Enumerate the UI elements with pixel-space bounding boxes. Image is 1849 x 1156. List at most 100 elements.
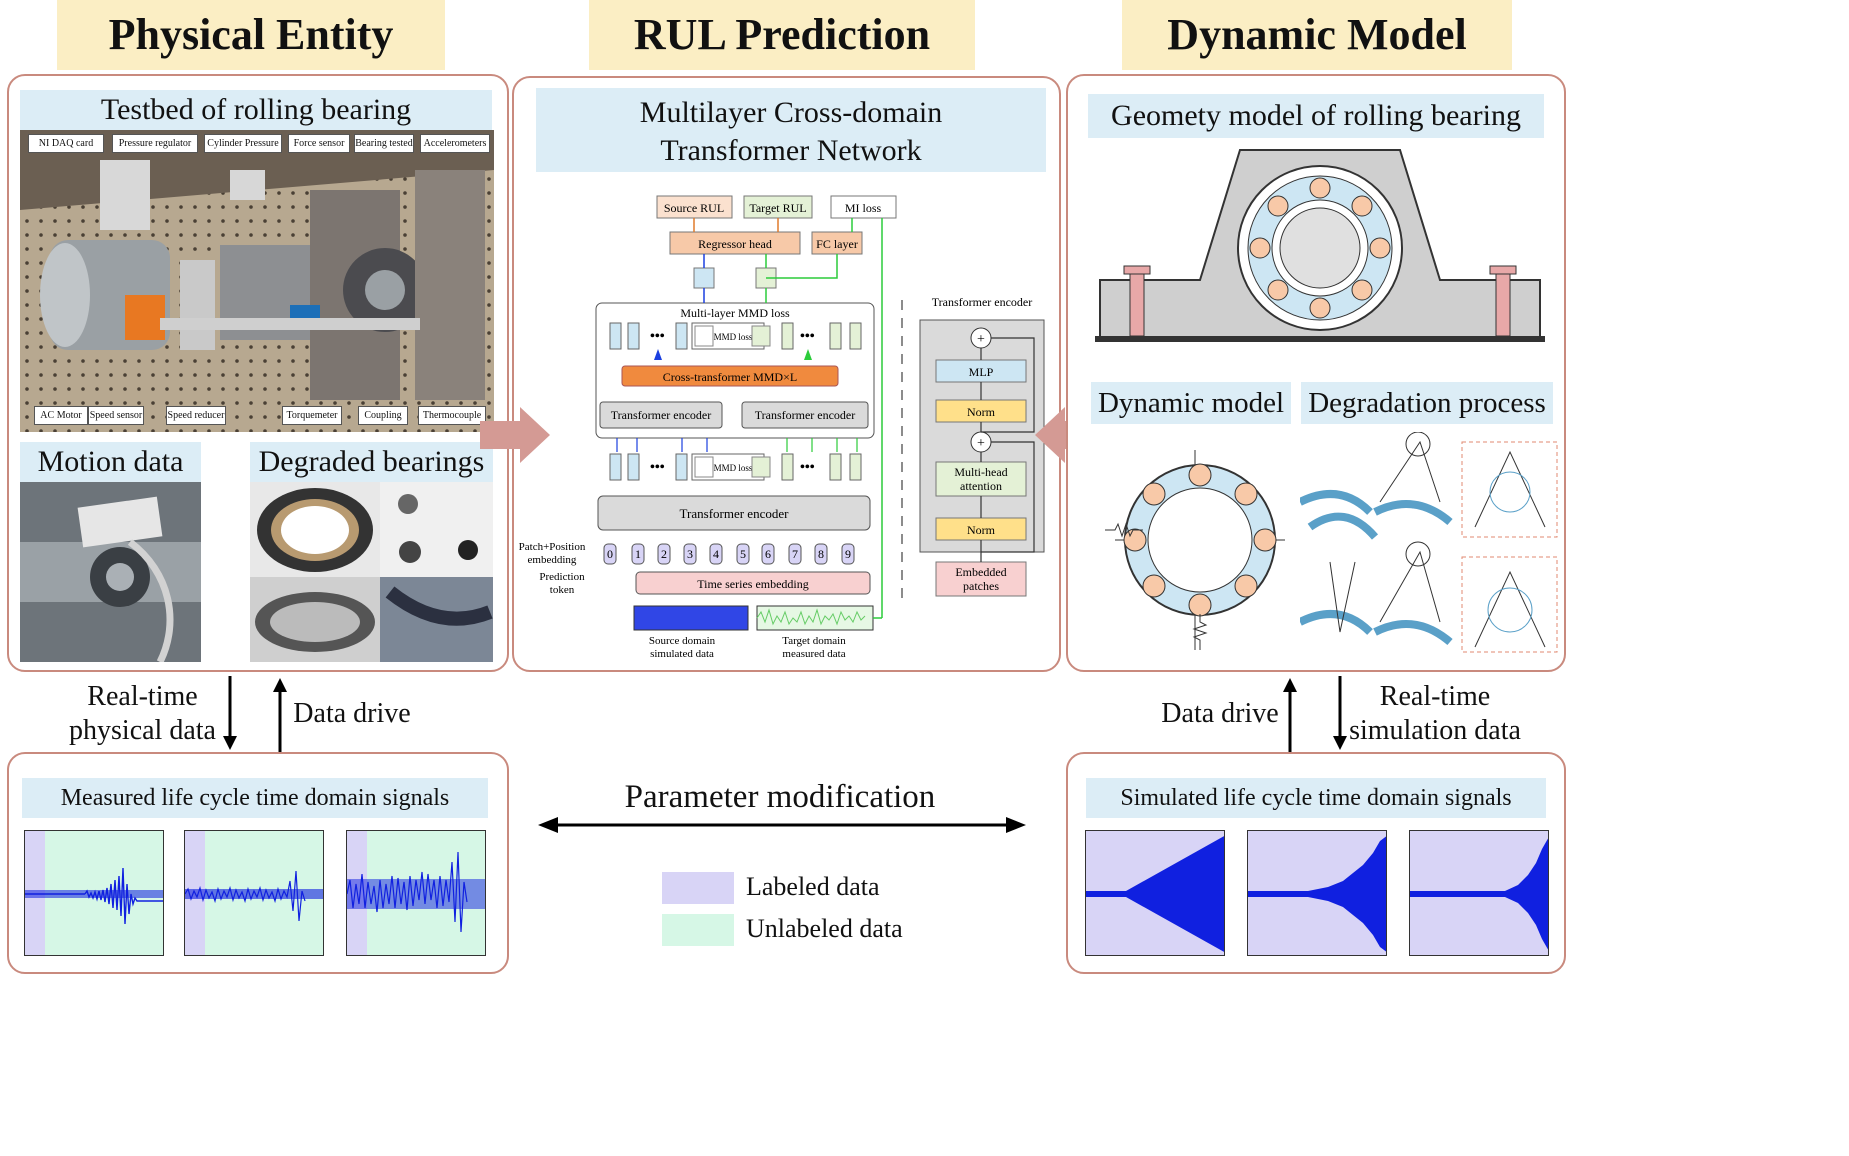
multilayer-mmd-label: Multi-layer MMD loss: [680, 306, 790, 320]
mmd-loss-lower: MMD loss: [714, 463, 753, 473]
time-series-embedding-label: Time series embedding: [697, 577, 809, 591]
callout-torquemeter: Torquemeter: [282, 406, 342, 425]
target-domain-label-2: measured data: [782, 648, 845, 660]
degradation-process-title: Degradation process: [1301, 382, 1553, 424]
parameter-modification-arrow: [538, 817, 1026, 833]
svg-text:•••: •••: [650, 460, 665, 475]
testbed-title: Testbed of rolling bearing: [20, 90, 492, 130]
cross-transformer-label: Cross-transformer MMD×L: [663, 370, 797, 384]
svg-text:4: 4: [713, 547, 719, 561]
svg-text:7: 7: [792, 547, 798, 561]
mmd-loss-upper: MMD loss: [714, 332, 753, 342]
simulated-signals-title: Simulated life cycle time domain signals: [1086, 778, 1546, 818]
svg-text:9: 9: [845, 547, 851, 561]
transformer-encoder-target: Transformer encoder: [755, 408, 856, 422]
measured-signal-2: [184, 830, 324, 956]
flow-arrows-left: [223, 676, 287, 752]
svg-text:2: 2: [661, 547, 667, 561]
network-title-line1: Multilayer Cross-domain: [639, 96, 943, 129]
transformer-encoder-main: Transformer encoder: [680, 506, 790, 521]
legend-unlabeled-label: Unlabeled data: [746, 914, 903, 943]
geometry-title: Geomety model of rolling bearing: [1088, 94, 1544, 138]
callout-ni-daq-card: NI DAQ card: [28, 134, 104, 153]
motion-data-photo: [20, 482, 201, 662]
patch-position-label-2: embedding: [528, 554, 577, 566]
simulated-signal-1: [1085, 830, 1225, 956]
simulated-signal-3: [1409, 830, 1549, 956]
encoder-detail-title: Transformer encoder: [932, 295, 1033, 309]
token-row: 0 1 2 3 4 5 6 7 8 9: [603, 543, 855, 565]
network-diagram: Source RUL Target RUL MI loss Regressor …: [519, 195, 1045, 660]
callout-pressure-regulator: Pressure regulator: [112, 134, 198, 153]
realtime-physical-label: Real-time physical data: [55, 680, 230, 748]
callout-bearing-tested: Bearing tested: [354, 134, 414, 153]
mlp-label: MLP: [969, 365, 994, 379]
svg-text:1: 1: [635, 547, 641, 561]
mha-label-2: attention: [960, 479, 1002, 493]
data-drive-left-label: Data drive: [293, 698, 411, 729]
prediction-token-label-2: token: [550, 584, 575, 596]
svg-text:•••: •••: [650, 329, 665, 344]
transformer-encoder-source: Transformer encoder: [611, 408, 712, 422]
legend-labeled-swatch: [662, 872, 734, 904]
realtime-sim-line2: simulation data: [1349, 715, 1521, 746]
svg-text:•••: •••: [800, 460, 815, 475]
header-rul-prediction: RUL Prediction: [589, 0, 975, 70]
measured-signal-3: [346, 830, 486, 956]
measured-signal-1: [24, 830, 164, 956]
flow-arrows-right: [1283, 676, 1347, 752]
source-domain-label-2: simulated data: [650, 648, 714, 660]
network-title: Multilayer Cross-domain Transformer Netw…: [536, 88, 1046, 172]
fc-layer-label: FC layer: [816, 237, 858, 251]
motion-data-title: Motion data: [20, 442, 201, 482]
realtime-sim-label: Real-time simulation data: [1345, 680, 1525, 748]
dynamic-model-title: Dynamic model: [1091, 382, 1291, 424]
header-physical-entity: Physical Entity: [57, 0, 445, 70]
source-rul-label: Source RUL: [664, 201, 724, 215]
svg-text:0: 0: [607, 547, 613, 561]
source-domain-label-1: Source domain: [649, 635, 716, 647]
dynamic-model-illustration: [1105, 450, 1285, 650]
testbed-photo: [20, 130, 494, 432]
svg-text:6: 6: [765, 547, 771, 561]
legend-labeled-label: Labeled data: [746, 872, 880, 901]
bearing-geometry-illustration: [1095, 149, 1545, 342]
mi-loss-label: MI loss: [845, 201, 882, 215]
callout-speed-reducer: Speed reducer: [166, 406, 226, 425]
callout-accelerometers: Accelerometers: [420, 134, 490, 153]
realtime-sim-line1: Real-time: [1379, 681, 1491, 712]
svg-text:5: 5: [740, 547, 746, 561]
degraded-bearings-title: Degraded bearings: [250, 442, 493, 482]
svg-text:•••: •••: [800, 329, 815, 344]
network-title-line2: Transformer Network: [660, 134, 922, 167]
arrow-physical-to-rul: [480, 407, 550, 463]
svg-text:3: 3: [687, 547, 693, 561]
callout-ac-motor: AC Motor: [34, 406, 88, 425]
patch-position-label-1: Patch+Position: [519, 541, 586, 553]
callout-speed-sensor: Speed sensor: [88, 406, 144, 425]
svg-text:+: +: [977, 436, 985, 451]
simulated-signal-2: [1247, 830, 1387, 956]
degraded-bearings-photo: [250, 482, 493, 662]
callout-thermocouple: Thermocouple: [418, 406, 486, 425]
mha-label-1: Multi-head: [954, 465, 1007, 479]
svg-text:+: +: [977, 332, 985, 347]
target-domain-label-1: Target domain: [782, 635, 846, 647]
measured-signals-title: Measured life cycle time domain signals: [22, 778, 488, 818]
degradation-process-illustration: [1300, 432, 1558, 653]
svg-text:8: 8: [818, 547, 824, 561]
realtime-physical-line1: Real-time: [87, 681, 198, 712]
regressor-head-label: Regressor head: [698, 237, 772, 251]
mmd-token-row-lower: ••• MMD loss •••: [609, 453, 862, 481]
legend-unlabeled-swatch: [662, 914, 734, 946]
norm-label-upper: Norm: [967, 405, 996, 419]
prediction-token-label-1: Prediction: [539, 571, 585, 583]
header-dynamic-model: Dynamic Model: [1122, 0, 1512, 70]
target-rul-label: Target RUL: [749, 201, 806, 215]
testbed-illustration: [20, 130, 494, 432]
parameter-modification-label: Parameter modification: [624, 779, 936, 815]
callout-coupling: Coupling: [358, 406, 408, 425]
data-drive-right-label: Data drive: [1161, 698, 1279, 729]
embedded-label-1: Embedded: [955, 565, 1006, 579]
callout-force-sensor: Force sensor: [288, 134, 350, 153]
